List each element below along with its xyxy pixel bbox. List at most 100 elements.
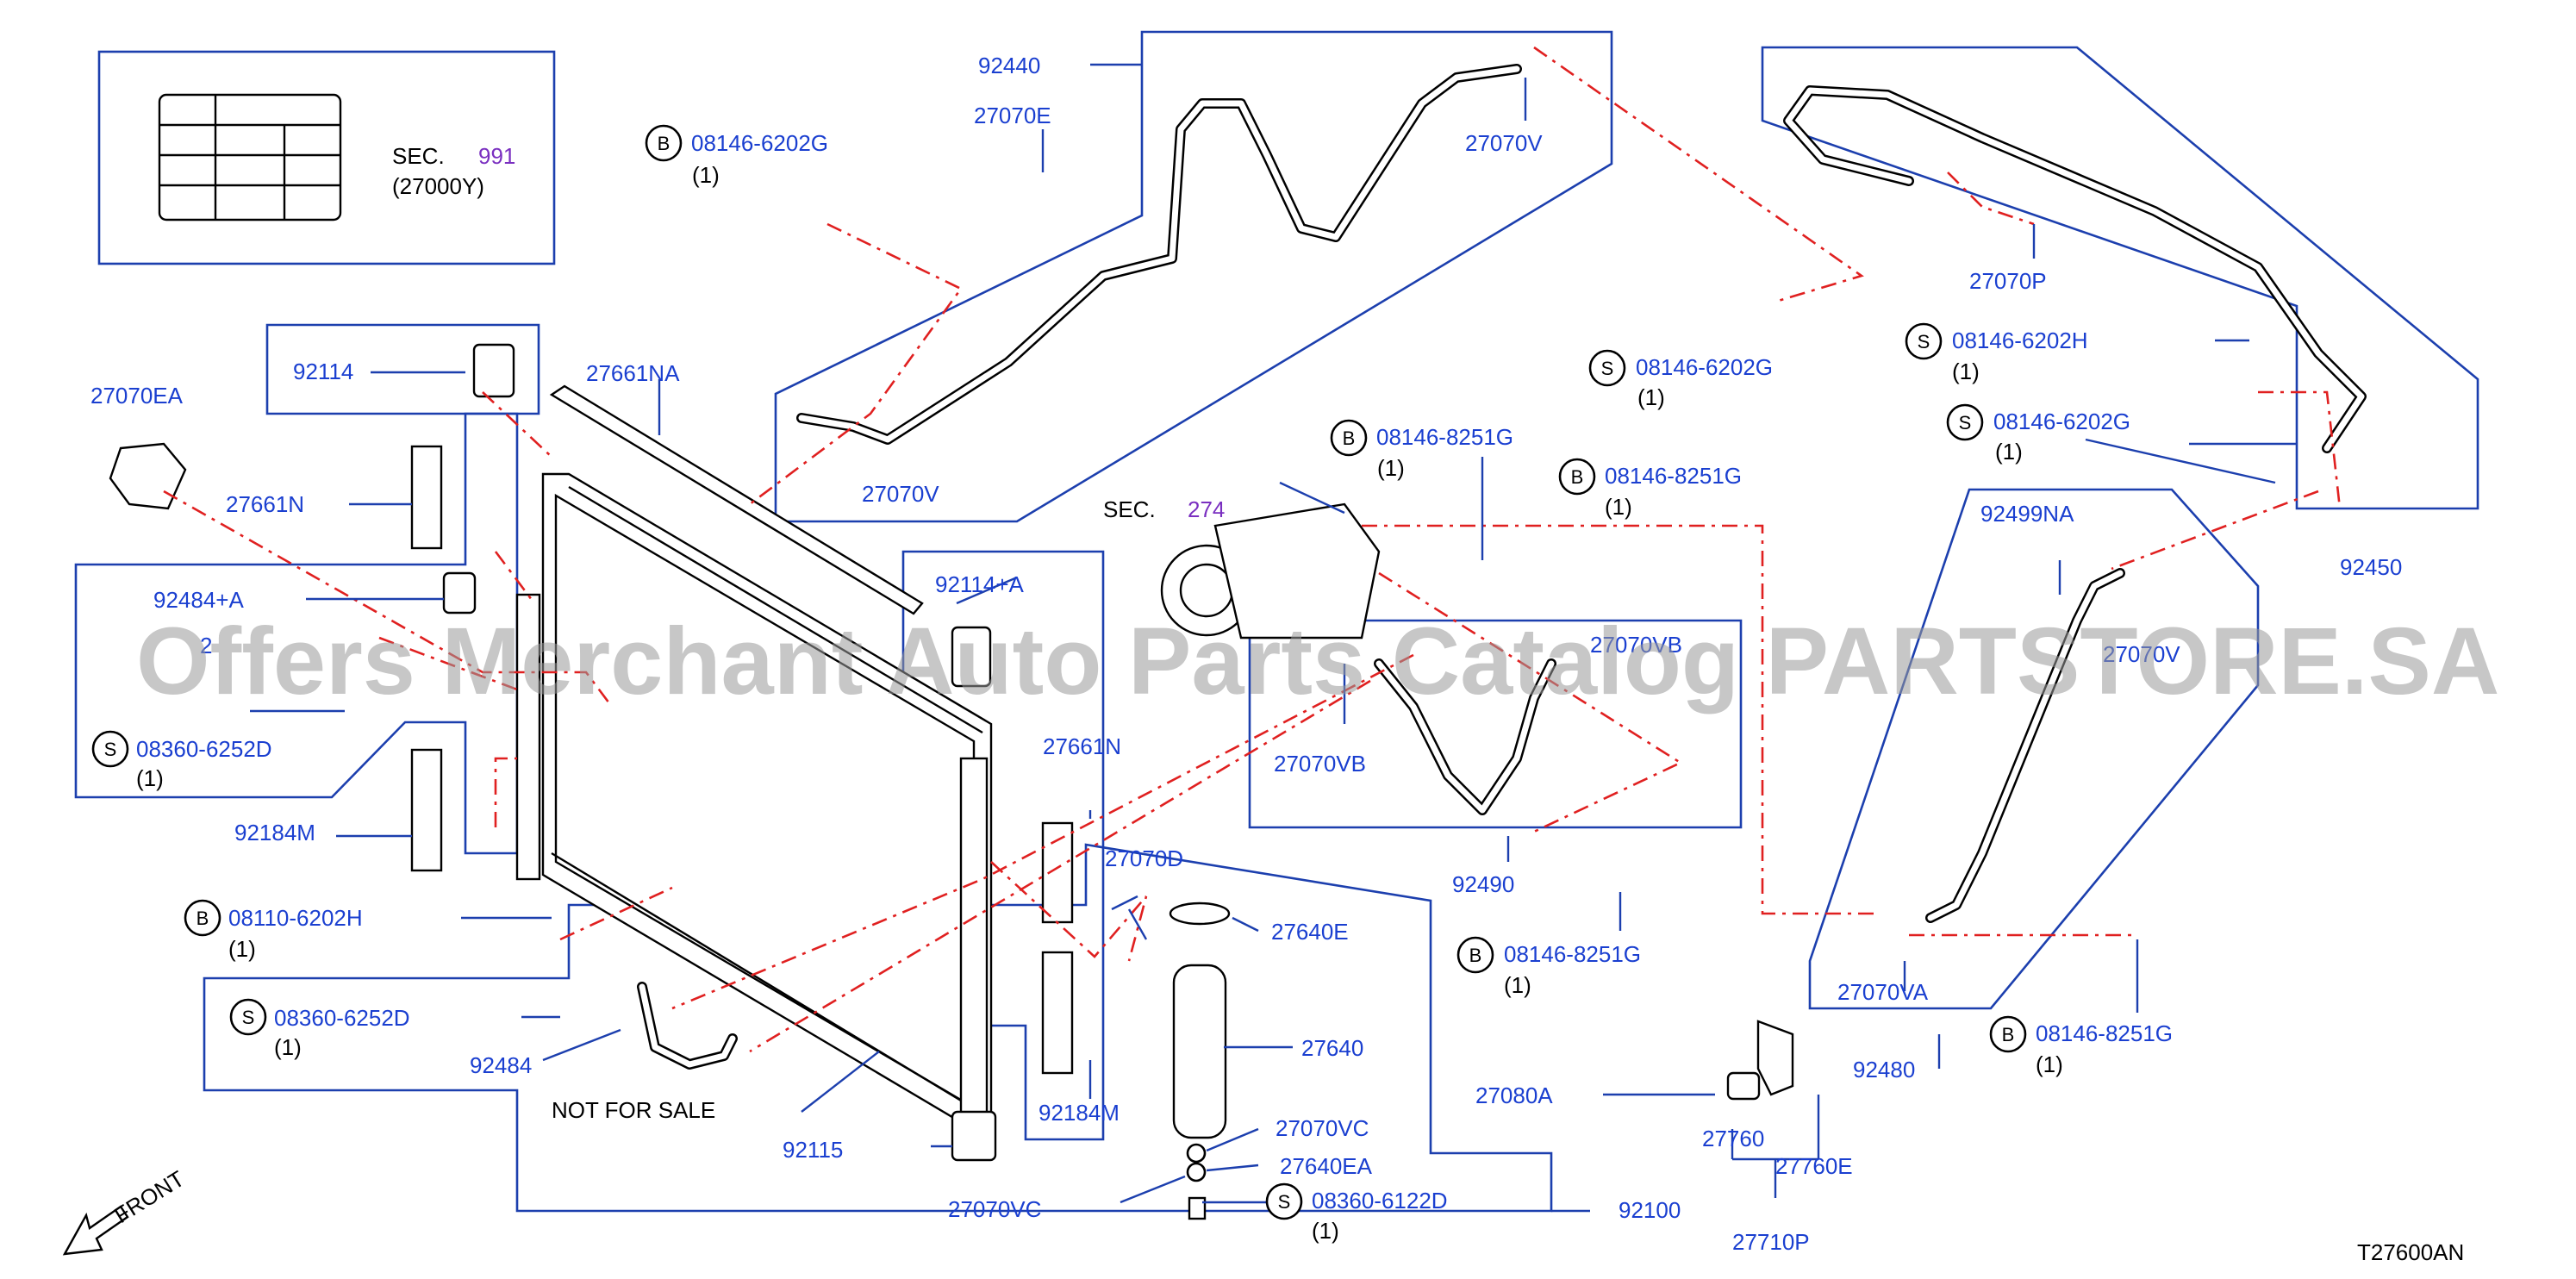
pipe-92480 [1925,568,2125,923]
label-92184M-left[interactable]: 92184M [234,820,315,845]
fastener-f2[interactable]: S 08146-6202G (1) [1588,349,1773,410]
label-92490[interactable]: 92490 [1452,871,1514,897]
svg-text:(1): (1) [1637,384,1665,410]
fastener-f5[interactable]: B 08146-8251G (1) [1330,419,1513,481]
label-27070VA[interactable]: 27070VA [1837,979,1929,1005]
group-92100-outline [203,843,1553,1213]
svg-text:S: S [242,1007,255,1028]
fastener-f10[interactable]: B 08146-8251G (1) [1456,936,1641,998]
label-27070P[interactable]: 27070P [1969,268,2047,294]
label-92450[interactable]: 92450 [2340,554,2402,580]
label-27070VB[interactable]: 27070VB [1274,751,1366,777]
leader-lines [250,63,2297,1213]
svg-text:B: B [196,908,209,929]
svg-text:(1): (1) [228,936,256,962]
fastener-f9[interactable]: S 08360-6252D (1) [229,998,410,1060]
plug-27640EA [1186,1162,1207,1182]
label-92440[interactable]: 92440 [978,53,1040,78]
label-92484[interactable]: 92484 [470,1052,532,1078]
condenser-right-bracket [959,757,989,1122]
label-27640E[interactable]: 27640E [1271,919,1349,945]
label-92114[interactable]: 92114 [293,359,353,384]
label-27080A[interactable]: 27080A [1475,1082,1553,1108]
condenser-core [515,472,993,1126]
label-27070E[interactable]: 27070E [974,103,1051,128]
group-92450-outline [1761,46,2479,510]
pipe-92450 [1783,85,2367,453]
sec-991-number[interactable]: 991 [478,143,515,169]
group-92480-outline [1808,488,2260,1010]
label-27760[interactable]: 27760 [1702,1126,1764,1151]
bracket-92114a [951,626,992,688]
svg-text:(1): (1) [692,162,720,188]
sec-991-box [97,50,556,265]
svg-text:(1): (1) [2036,1051,2063,1077]
fastener-f1[interactable]: B 08146-6202G (1) [645,124,828,188]
label-partial-left[interactable]: 2 [200,633,212,658]
label-92114A[interactable]: 92114+A [935,571,1025,597]
label-27070D[interactable]: 27070D [1105,845,1183,871]
pipe-92484 [637,982,738,1070]
not-for-sale-text: NOT FOR SALE [552,1097,715,1123]
liquid-tank-27640 [1172,964,1227,1139]
label-27070VC-a[interactable]: 27070VC [1276,1115,1369,1141]
svg-text:08360-6122D: 08360-6122D [1312,1188,1448,1213]
svg-text:B: B [1469,945,1482,966]
fastener-f3[interactable]: S 08146-6202H (1) [1905,322,2088,384]
bracket-27760E [1756,1020,1794,1096]
svg-text:B: B [2002,1024,2015,1045]
svg-text:(1): (1) [1952,359,1980,384]
svg-text:08146-8251G: 08146-8251G [1605,463,1742,489]
svg-text:(1): (1) [1312,1218,1339,1244]
pipe-92490 [1374,658,1556,815]
label-27070V-right[interactable]: 27070V [2103,641,2180,667]
label-92499NA[interactable]: 92499NA [1980,501,2074,527]
label-27070EA[interactable]: 27070EA [90,383,184,409]
label-27070V-mid[interactable]: 27070V [862,481,939,507]
svg-text:08146-6202G: 08146-6202G [691,130,828,156]
seal-27661N-left [410,445,443,550]
watermark-text: Offers Merchant Auto Parts Catalog PARTS… [136,608,2499,714]
front-arrow-icon [62,1205,129,1256]
bracket-92114 [472,343,515,398]
seal-27661NA [549,384,924,615]
label-92480[interactable]: 92480 [1853,1057,1915,1082]
label-27640EA[interactable]: 27640EA [1280,1153,1373,1179]
condenser-top-tank [568,485,983,734]
svg-text:08146-8251G: 08146-8251G [1376,424,1513,450]
group-92490-outline [1248,619,1743,829]
label-27070V-top[interactable]: 27070V [1465,130,1543,156]
label-92484A[interactable]: 92484+A [153,587,244,613]
tank-bracket-27640E [1169,902,1231,926]
fastener-f8[interactable]: B 08110-6202H (1) [184,899,363,962]
fastener-f11[interactable]: B 08146-8251G (1) [1989,1015,2173,1077]
condenser-bottom-tank [551,852,966,1105]
label-92100[interactable]: 92100 [1619,1197,1681,1223]
label-27070VC-b[interactable]: 27070VC [948,1196,1041,1222]
sec-274-number[interactable]: 274 [1188,496,1225,522]
fastener-f6[interactable]: B 08146-8251G (1) [1558,458,1742,520]
fastener-f12[interactable]: S 08360-6122D (1) [1265,1182,1448,1244]
label-27661NA[interactable]: 27661NA [586,360,680,386]
condenser-left-bracket [515,593,541,881]
label-27070VB-top[interactable]: 27070VB [1590,632,1682,658]
label-92115[interactable]: 92115 [783,1137,843,1163]
svg-text:08110-6202H: 08110-6202H [228,905,363,931]
svg-text:08360-6252D: 08360-6252D [274,1005,410,1031]
fastener-f7[interactable]: S 08360-6252D (1) [91,730,272,791]
label-27661N-left[interactable]: 27661N [226,491,304,517]
bracket-92484a [442,571,477,615]
label-27710P[interactable]: 27710P [1732,1229,1810,1255]
seal-92184M-right [1041,951,1074,1075]
label-27640[interactable]: 27640 [1301,1035,1363,1061]
label-92184M-right[interactable]: 92184M [1039,1100,1120,1126]
label-27661N-right[interactable]: 27661N [1043,733,1121,759]
svg-text:08146-6202G: 08146-6202G [1993,409,2130,434]
fastener-f4[interactable]: S 08146-6202G (1) [1946,403,2130,465]
svg-text:08360-6252D: 08360-6252D [136,736,272,762]
svg-text:08146-8251G: 08146-8251G [1504,941,1641,967]
diagram-id: T27600AN [2357,1239,2464,1265]
label-27760E[interactable]: 27760E [1775,1153,1853,1179]
sec-274-prefix: SEC. [1103,496,1156,522]
